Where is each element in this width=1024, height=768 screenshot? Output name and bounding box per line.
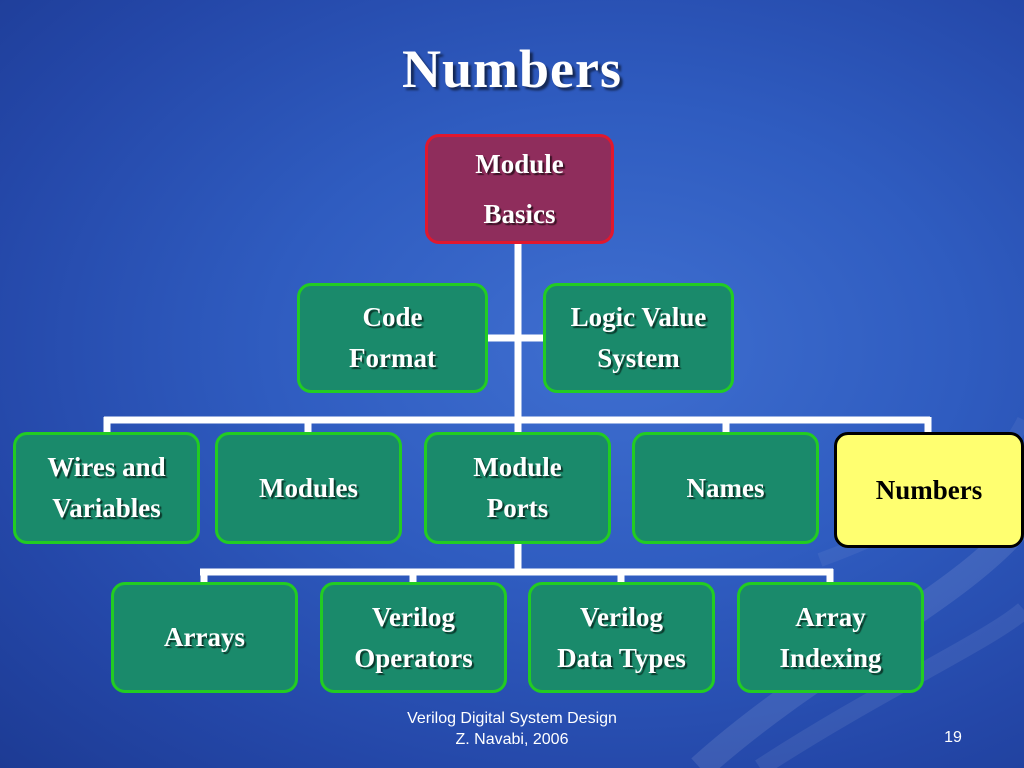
node-line-1: Verilog (372, 601, 455, 632)
node-arrays: Arrays (111, 582, 298, 693)
node-line-1: Modules (258, 472, 358, 503)
node-names: Names (632, 432, 819, 544)
node-line-2: Data Types (557, 642, 686, 673)
node-wires-and-variables: Wires and Variables (13, 432, 200, 544)
node-line-2: Variables (52, 493, 161, 523)
node-line-2: Format (349, 343, 436, 373)
node-line-1: Code (362, 302, 423, 332)
node-verilog-operators: Verilog Operators (320, 582, 507, 693)
node-modules: Modules (215, 432, 402, 544)
node-line-2: Basics (483, 199, 556, 229)
node-line-1: Module (473, 452, 562, 482)
footer-course-title: Verilog Digital System Design (407, 710, 617, 727)
node-line-1: Module (475, 149, 564, 179)
node-line-2: Ports (486, 493, 549, 523)
page-number: 19 (944, 729, 962, 746)
node-line-1: Names (686, 472, 765, 503)
footer-author: Z. Navabi, 2006 (455, 731, 569, 748)
node-array-indexing: Array Indexing (737, 582, 924, 693)
node-line-1: Logic Value (570, 302, 707, 332)
node-logic-value-system: Logic Value System (543, 283, 734, 393)
slide-footer: Verilog Digital System Design Z. Navabi,… (352, 708, 672, 750)
node-verilog-data-types: Verilog Data Types (528, 582, 715, 693)
node-line-1: Numbers (875, 474, 983, 505)
node-line-1: Wires and (47, 452, 166, 482)
node-module-basics: Module Basics (425, 134, 614, 244)
node-line-2: Indexing (779, 642, 882, 673)
node-line-1: Array (795, 601, 866, 632)
node-code-format: Code Format (297, 283, 488, 393)
node-numbers-current: Numbers (834, 432, 1024, 548)
slide-title: Numbers (402, 39, 622, 99)
node-line-2: Operators (354, 642, 473, 673)
node-line-1: Verilog (580, 601, 663, 632)
node-line-2: System (597, 343, 680, 373)
node-line-1: Arrays (164, 622, 245, 652)
node-module-ports: Module Ports (424, 432, 611, 544)
